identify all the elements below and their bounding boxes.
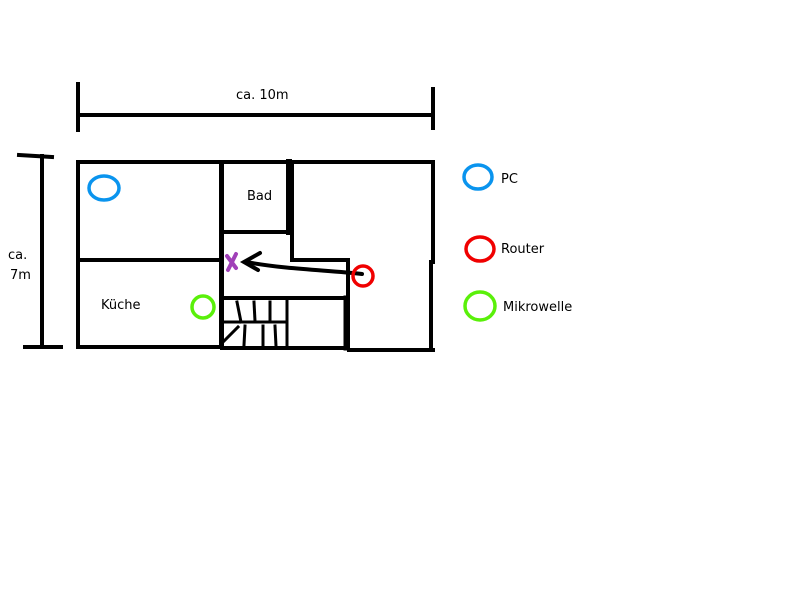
legend-label-router: Router (501, 242, 545, 257)
legend-router-icon (464, 235, 496, 263)
legend-pc-icon (462, 163, 494, 191)
stairs (220, 298, 289, 350)
legend-label-pc: PC (501, 172, 518, 187)
height-label-line2: 7m (10, 268, 31, 283)
width-dimension-line (76, 82, 435, 132)
walls (76, 159, 435, 352)
arrow-icon (239, 251, 364, 276)
pc-marker-icon (87, 174, 121, 202)
room-label-kitchen: Küche (101, 298, 141, 313)
router-marker-icon (351, 264, 375, 288)
height-label-line1: ca. (8, 248, 28, 263)
room-label-bathroom: Bad (247, 189, 273, 204)
legend-microwave-icon (463, 290, 497, 322)
width-label: ca. 10m (236, 88, 289, 103)
microwave-marker-icon (190, 294, 216, 320)
target-x-icon (225, 252, 238, 272)
height-dimension-line (16, 152, 63, 349)
legend-label-microwave: Mikrowelle (503, 300, 573, 315)
